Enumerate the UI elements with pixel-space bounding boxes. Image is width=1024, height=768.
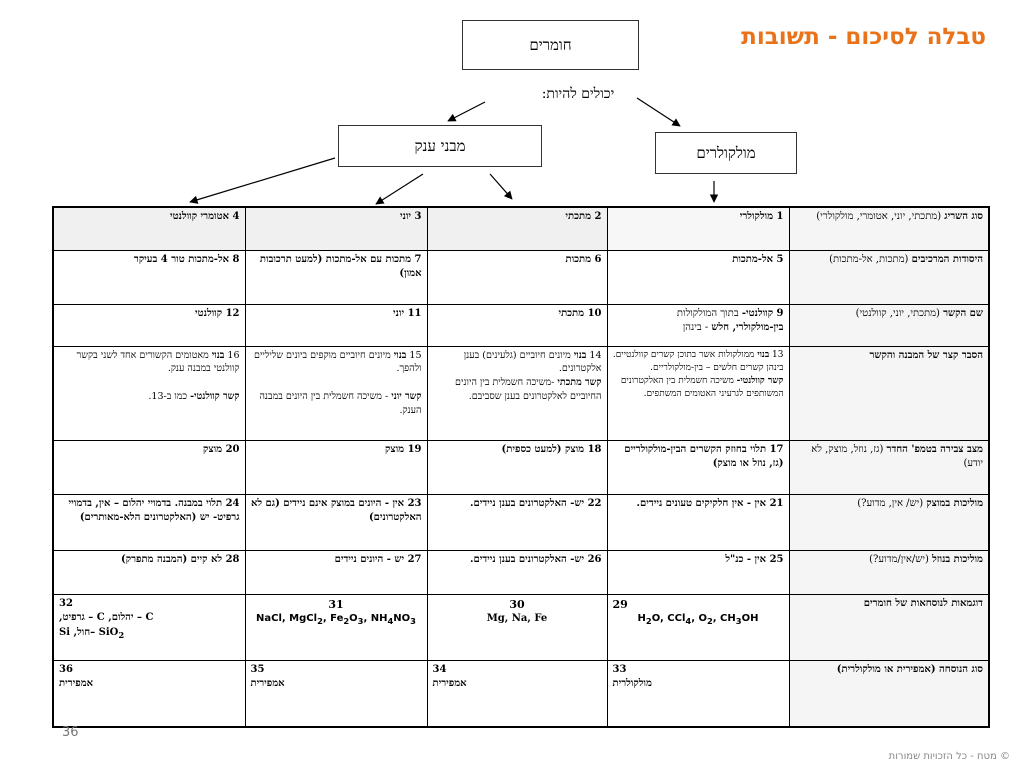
cell-liquid-cond-ionic: 27 יש - היונים ניידים: [244, 549, 428, 595]
slide-title: טבלה לסיכום - תשובות: [741, 24, 986, 50]
materials-box: חומרים: [462, 20, 639, 70]
arrow-giant-to-covalent: [189, 157, 336, 204]
cell-state-molecular: 17 תלוי בחוזק הקשרים הבין-מולקולריים (גז…: [606, 439, 790, 495]
cell-formula-ionic: 35 אמפירית: [244, 659, 428, 728]
col-header-ionic: 3 יוני: [244, 206, 428, 251]
cell-elements-molecular: 5 אל-מתכות: [606, 249, 790, 305]
arrow-to-molecular: [636, 97, 681, 127]
cell-explain-covalent: 16 בנוי מאטומים הקשורים אחד לשני בקשר קו…: [52, 345, 246, 441]
can-be-label: יכולים להיות:: [541, 86, 615, 102]
copyright-notice: © מטח - כל הזכויות שמורות: [888, 751, 1010, 762]
cell-elements-metallic: 6 מתכות: [426, 249, 608, 305]
arrow-giant-to-ionic: [375, 173, 424, 205]
cell-state-metallic: 18 מוצק (למעט כספית): [426, 439, 608, 495]
cell-solid-cond-covalent: 24 תלוי במבנה. בדמויי יהלום – אין, בדמוי…: [52, 493, 246, 551]
cell-liquid-cond-covalent: 28 לא קיים (המבנה מתפרק): [52, 549, 246, 595]
cell-formula-covalent: 36 אמפירית: [52, 659, 246, 728]
summary-table: סוג השריג (מתכתי, יוני, אטומרי, מולקולרי…: [52, 206, 990, 728]
cell-bond-covalent: 12 קוולנטי: [52, 303, 246, 347]
cell-solid-cond-metallic: 22 יש- האלקטרונים בענן ניידים.: [426, 493, 608, 551]
col-header-metallic: 2 מתכתי: [426, 206, 608, 251]
materials-label: חומרים: [529, 35, 572, 54]
cell-bond-metallic: 10 מתכתי: [426, 303, 608, 347]
cell-solid-cond-ionic: 23 אין - היונים במוצק אינם ניידים (גם לא…: [244, 493, 428, 551]
col-header-covalent: 4 אטומרי קוולנטי: [52, 206, 246, 251]
cell-state-covalent: 20 מוצק: [52, 439, 246, 495]
giant-structures-label: מבני ענק: [414, 136, 466, 155]
cell-solid-cond-molecular: 21 אין - אין חלקיקים טעונים ניידים.: [606, 493, 790, 551]
table-row: שם הקשר (מתכתי, יוני, קוולנטי) 9 קוולנטי…: [52, 303, 990, 347]
cell-elements-covalent: 8 אל-מתכות טור 4 בעיקר: [52, 249, 246, 305]
row-header-solid-conductivity: מוליכות במוצק (יש/ אין, מדוע?): [788, 493, 990, 551]
table-row: סוג הנוסחה (אמפירית או מולקולרית) 33 מול…: [52, 659, 990, 728]
cell-explain-molecular: 13 בנוי ממולקולות אשר בתוכן קשרים קוולנט…: [606, 345, 790, 441]
table-row: היסודות המרכיבים (מתכות, אל-מתכות) 5 אל-…: [52, 249, 990, 305]
table-row: סוג השריג (מתכתי, יוני, אטומרי, מולקולרי…: [52, 206, 990, 251]
cell-explain-ionic: 15 בנוי מיונים חיוביים מוקפים ביונים שלי…: [244, 345, 428, 441]
row-header-state: מצב צבירה בטמפ' החדר (גז, נוזל, מוצק, לא…: [788, 439, 990, 495]
molecular-box: מולקולרים: [655, 132, 797, 174]
col-header-molecular: 1 מולקולרי: [606, 206, 790, 251]
giant-structures-box: מבני ענק: [338, 125, 542, 167]
table-row: מוליכות בנוזל (יש/אין/מדוע?) 25 אין - כנ…: [52, 549, 990, 595]
table-row: מוליכות במוצק (יש/ אין, מדוע?) 21 אין - …: [52, 493, 990, 551]
cell-state-ionic: 19 מוצק: [244, 439, 428, 495]
table-row: מצב צבירה בטמפ' החדר (גז, נוזל, מוצק, לא…: [52, 439, 990, 495]
table-row: הסבר קצר של המבנה והקשר 13 בנוי ממולקולו…: [52, 345, 990, 441]
molecular-label: מולקולרים: [696, 143, 756, 162]
slide-number: 36: [62, 725, 79, 740]
row-header-elements: היסודות המרכיבים (מתכות, אל-מתכות): [788, 249, 990, 305]
row-header-lattice: סוג השריג (מתכתי, יוני, אטומרי, מולקולרי…: [788, 206, 990, 251]
cell-formula-molecular: 33 מולקולרית: [606, 659, 790, 728]
cell-formula-metallic: 34 אמפירית: [426, 659, 608, 728]
row-header-formula: סוג הנוסחה (אמפירית או מולקולרית): [788, 659, 990, 728]
row-header-liquid-conductivity: מוליכות בנוזל (יש/אין/מדוע?): [788, 549, 990, 595]
arrow-to-giant: [447, 101, 486, 122]
row-header-bond: שם הקשר (מתכתי, יוני, קוולנטי): [788, 303, 990, 347]
cell-explain-metallic: 14 בנוי מיונים חיוביים (גלעינים) בענן אל…: [426, 345, 608, 441]
cell-liquid-cond-metallic: 26 יש- האלקטרונים בענן ניידים.: [426, 549, 608, 595]
row-header-explain: הסבר קצר של המבנה והקשר: [788, 345, 990, 441]
arrow-giant-to-metallic: [489, 173, 513, 200]
cell-liquid-cond-molecular: 25 אין - כנ"ל: [606, 549, 790, 595]
cell-elements-ionic: 7 מתכות עם אל-מתכות (למעט תרכובות אמון): [244, 249, 428, 305]
cell-bond-ionic: 11 יוני: [244, 303, 428, 347]
row-header-examples: דוגמאות לנוסחאות של חומרים: [788, 593, 990, 661]
